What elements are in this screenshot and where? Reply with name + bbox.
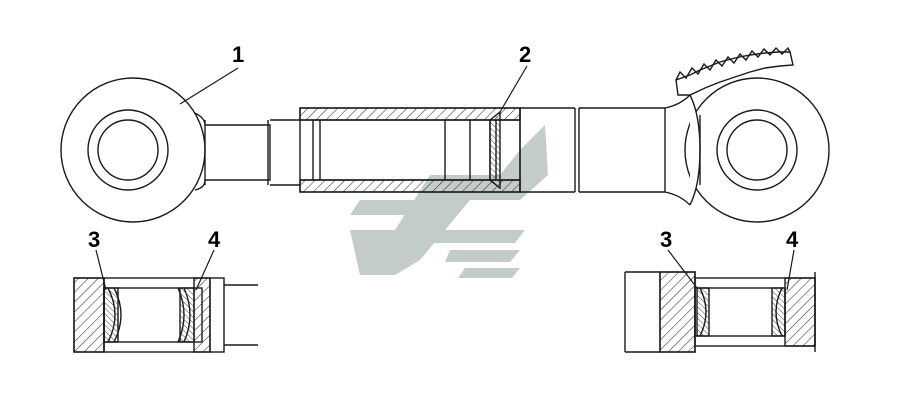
watermark-logo-icon — [350, 125, 548, 278]
adjusting-sleeve — [299, 107, 521, 193]
right-eye-end — [519, 46, 830, 223]
callout-1: 1 — [232, 42, 244, 67]
left-detail-section — [73, 277, 258, 353]
callout-4-right: 4 — [786, 227, 799, 252]
callout-2: 2 — [519, 42, 531, 67]
tie-rod-assembly — [60, 46, 830, 223]
callout-4-left: 4 — [208, 227, 221, 252]
left-eye-end — [60, 77, 300, 223]
callout-3-right: 3 — [660, 227, 672, 252]
right-detail-section — [624, 271, 816, 353]
gear-fragment-icon — [675, 46, 794, 96]
leader-lines — [95, 65, 795, 291]
callout-3-left: 3 — [88, 227, 100, 252]
